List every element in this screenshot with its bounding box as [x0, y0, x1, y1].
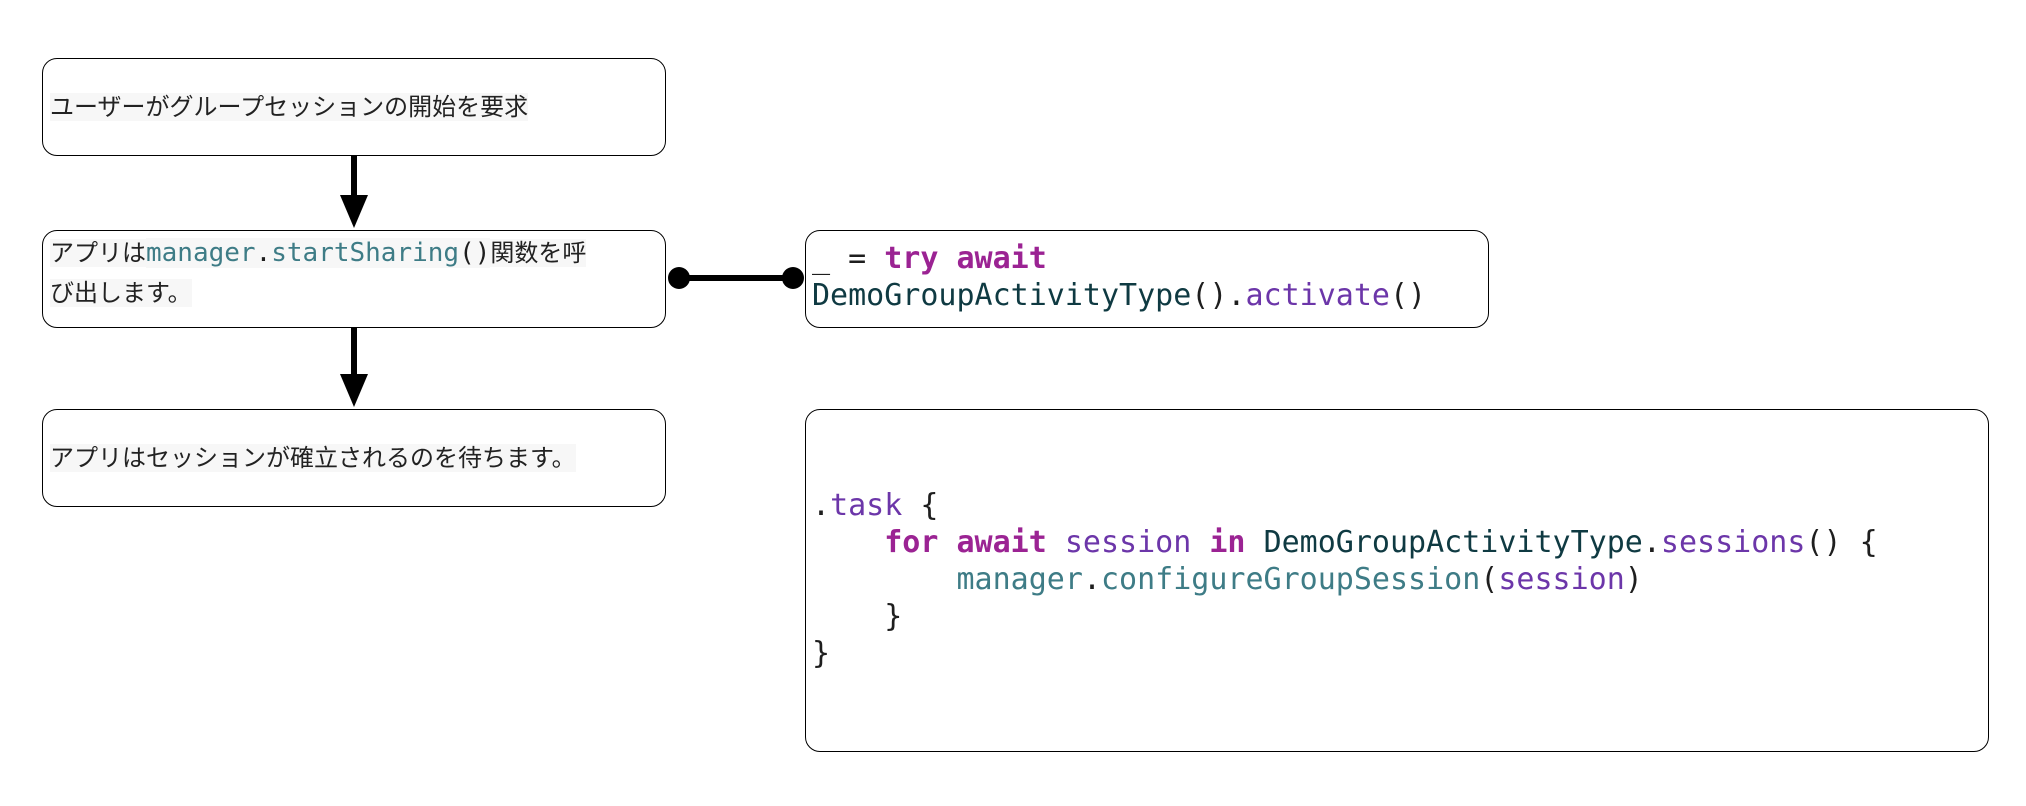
- step-1-box: ユーザーがグループセッションの開始を要求: [42, 58, 666, 156]
- task-code-box: .task { for await session in DemoGroupAc…: [805, 409, 1989, 752]
- task-code-block: .task { for await session in DemoGroupAc…: [812, 487, 1878, 672]
- code-method-activate: activate: [1245, 278, 1390, 313]
- code-task-dot: .: [812, 488, 831, 523]
- arrow-step1-to-step2: [340, 156, 368, 228]
- step-2-code-method: startSharing: [271, 238, 460, 268]
- code-kw-try: try: [884, 241, 939, 276]
- code-var-session: session: [1064, 525, 1192, 560]
- code-kw-await: await: [956, 241, 1047, 276]
- step-2-code-dot: .: [255, 238, 272, 268]
- code-loop-open: {: [1841, 525, 1878, 560]
- arrow-step2-to-step3: [340, 328, 368, 407]
- connector-step2-to-activate-code: [668, 267, 804, 289]
- code-outer-close: }: [812, 636, 831, 671]
- code-paren-open: (: [1480, 562, 1499, 597]
- code-equals: =: [830, 241, 885, 276]
- code-method-configure: configureGroupSession: [1101, 562, 1481, 597]
- step-2-text-before: アプリは: [50, 239, 146, 267]
- code-dot-2: .: [1642, 525, 1661, 560]
- code-arg-session: session: [1498, 562, 1625, 597]
- code-inner-close: }: [884, 599, 903, 634]
- code-paren-close: ): [1624, 562, 1643, 597]
- step-2-text-after: 関数を呼: [490, 239, 587, 267]
- code-underscore: _: [812, 241, 831, 276]
- code-method-parens: (): [1389, 278, 1427, 313]
- code-dot: .: [1227, 278, 1246, 313]
- code-dot-3: .: [1082, 562, 1101, 597]
- step-3-box: アプリはセッションが確立されるのを待ちます。: [42, 409, 666, 507]
- step-2-box: アプリはmanager.startSharing()関数を呼び出します。: [42, 230, 666, 328]
- code-method-sessions: sessions: [1660, 525, 1806, 560]
- code-task-open-brace: {: [902, 488, 939, 523]
- step-1-label: ユーザーがグループセッションの開始を要求: [50, 93, 529, 121]
- code-manager: manager: [956, 562, 1083, 597]
- step-2-code-parens: (): [459, 238, 491, 268]
- code-type-name-2: DemoGroupActivityType: [1263, 525, 1643, 560]
- code-kw-for: for: [884, 525, 939, 560]
- code-type-name: DemoGroupActivityType: [812, 278, 1192, 313]
- code-call-parens: (): [1191, 278, 1228, 313]
- code-sessions-parens: (): [1805, 525, 1842, 560]
- activate-code-box: _ = try await DemoGroupActivityType().ac…: [805, 230, 1489, 328]
- activate-code-block: _ = try await DemoGroupActivityType().ac…: [812, 240, 1426, 314]
- step-2-code-object: manager: [146, 238, 256, 268]
- code-kw-in: in: [1209, 525, 1246, 560]
- step-3-label: アプリはセッションが確立されるのを待ちます。: [50, 444, 576, 472]
- code-task-modifier: task: [830, 488, 903, 523]
- step-2-text-line2: び出します。: [50, 279, 192, 307]
- code-kw-await-2: await: [956, 525, 1047, 560]
